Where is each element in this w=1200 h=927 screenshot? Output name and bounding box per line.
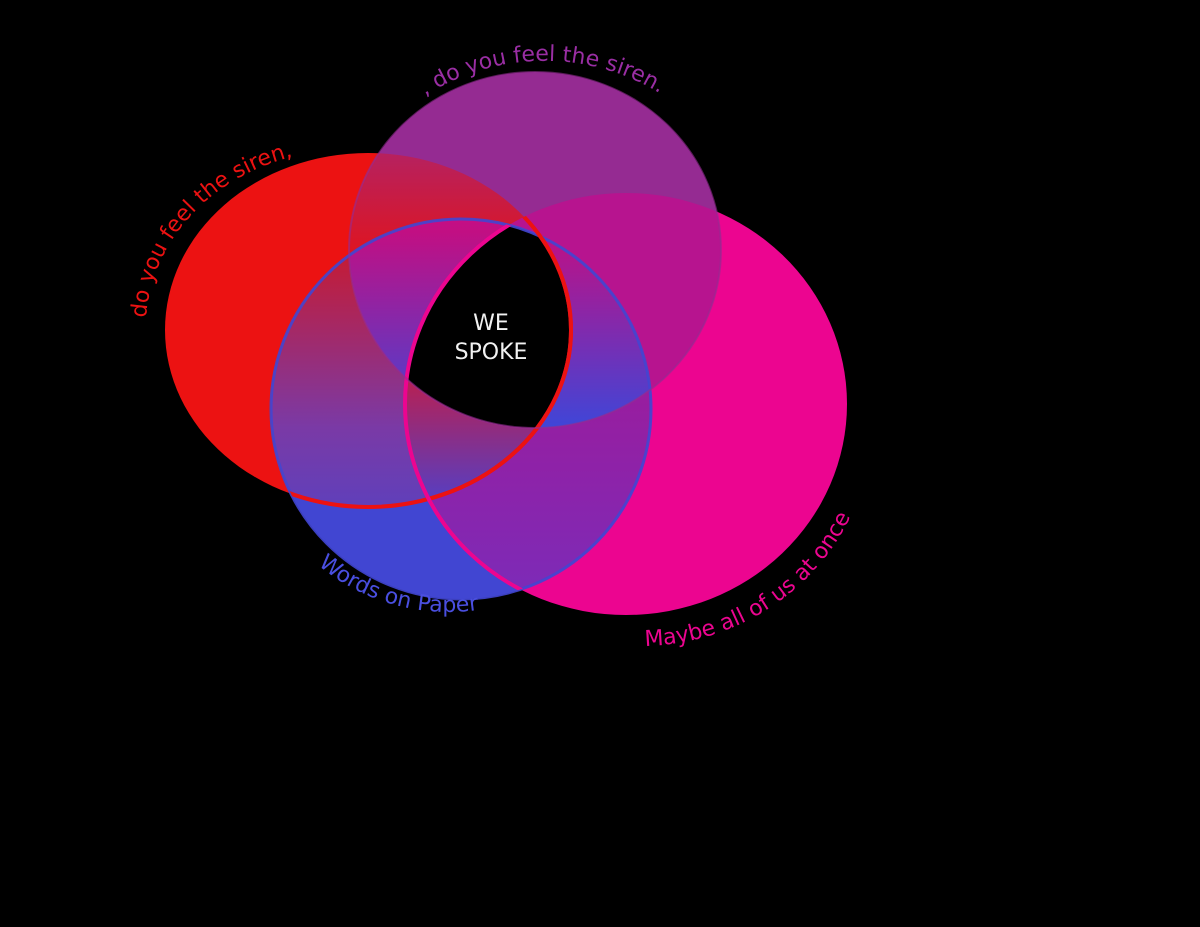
purple-circle-outline — [348, 71, 722, 429]
center-region — [405, 219, 571, 428]
center-label-line1: WE — [473, 311, 509, 336]
red-circle-outline-inner — [271, 219, 573, 509]
magenta-circle-outline — [403, 219, 651, 599]
center-label-line2: SPOKE — [455, 340, 528, 365]
blue-circle-outline — [269, 217, 653, 601]
